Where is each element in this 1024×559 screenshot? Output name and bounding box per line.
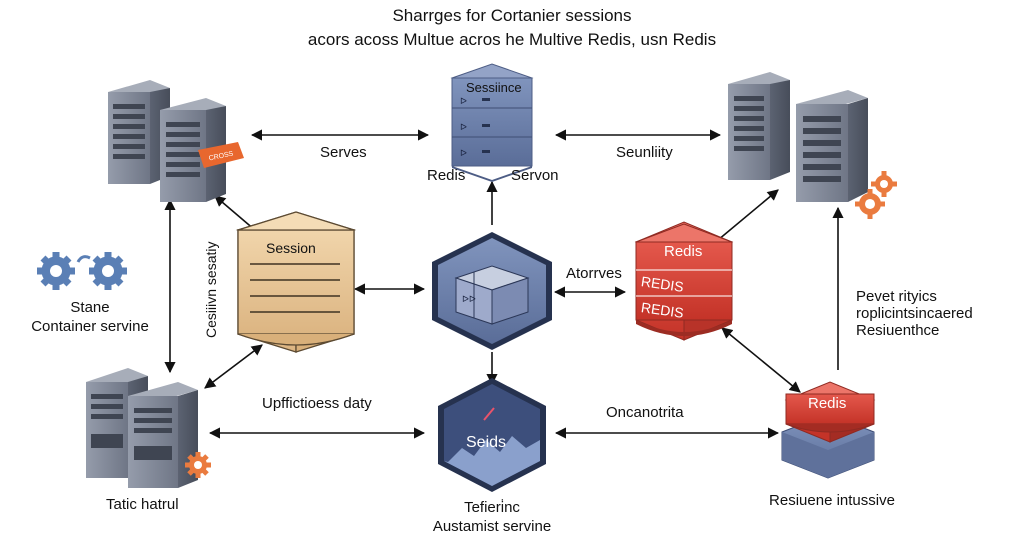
svg-text:ᐅ: ᐅ — [460, 148, 467, 158]
session-box — [235, 211, 357, 353]
arrows — [164, 129, 844, 439]
svg-text:ᐅ: ᐅ — [460, 96, 467, 106]
top-center-caption-left: Redis — [427, 167, 466, 184]
edge-label-pevet-line2: roplicintsincaered — [856, 305, 973, 322]
session-side-label: Cesiiivn sesatiy — [203, 241, 219, 338]
gears-left-line2: Container servine — [31, 318, 149, 335]
sessiince-stack: ᐅ ᐅ ᐅ — [450, 63, 534, 182]
svg-text:ᐅᐅ: ᐅᐅ — [462, 294, 476, 304]
edge-label-pevet-line3: Resiuenthce — [856, 322, 940, 339]
edge-label-oncanotrita: Oncanotrita — [606, 404, 684, 421]
seids-label: Seids — [466, 434, 507, 451]
redis-small-label: Redis — [808, 395, 847, 412]
diagram-title-line2: acors acoss Multue acros he Multive Redi… — [307, 30, 717, 49]
sessiince-label: Sessiince — [466, 80, 522, 95]
edge-label-seunliity: Seunliity — [616, 144, 673, 161]
redis-small — [781, 381, 876, 479]
arrow-session-to-bottom-server — [204, 344, 263, 389]
server-bottom-left — [86, 368, 198, 488]
seids-caption-line2: Austamist servine — [432, 518, 552, 535]
diagram-title-line1: Sharrges for Cortanier sessions — [392, 6, 632, 25]
redis-stack — [634, 221, 734, 341]
server-bottom-left-caption: Tatic hatrul — [106, 496, 179, 513]
edge-label-atorrves: Atorrves — [566, 265, 622, 282]
gear-bottom-left-icon — [185, 452, 211, 478]
redis-small-caption: Resiuene intussive — [769, 492, 895, 509]
gears-top-right-icon — [855, 171, 897, 219]
gears-left-line1: Stane — [70, 299, 110, 316]
redis-stack-label: Redis — [664, 243, 703, 260]
server-top-right — [728, 72, 868, 202]
svg-text:ᐅ: ᐅ — [460, 122, 467, 132]
seids-caption-line1: Tefieri̇nc — [464, 499, 520, 516]
center-hexagon: ᐅᐅ — [432, 232, 552, 350]
edge-label-upffictioess: Upffictioess daty — [262, 395, 372, 412]
server-badge — [198, 142, 244, 168]
top-center-caption-right: Servon — [511, 167, 559, 184]
arrow-redis-to-server — [711, 189, 779, 246]
server-top-left: CROSS — [108, 80, 244, 202]
seids-shield — [438, 378, 546, 492]
gears-left-icon — [37, 252, 127, 290]
edge-label-serves: Serves — [320, 144, 367, 161]
arrow-redis-stack-to-small — [721, 327, 801, 393]
edge-label-pevet-line1: Pevet rityics — [856, 288, 937, 305]
session-label: Session — [266, 240, 316, 256]
